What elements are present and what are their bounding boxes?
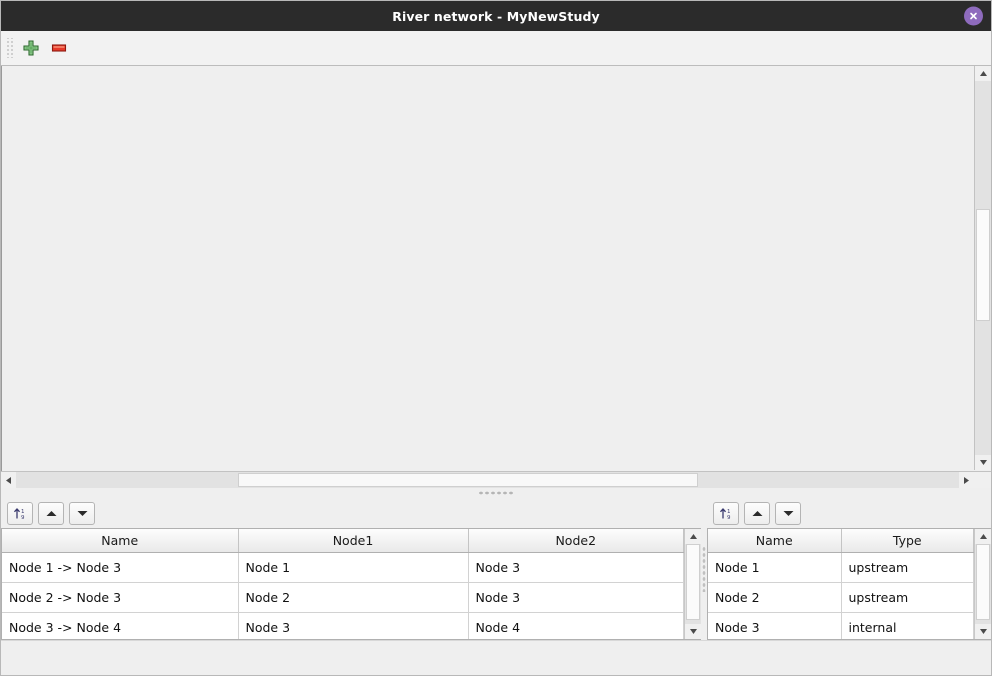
node-table-toolbar: 1 9 xyxy=(707,498,991,528)
node-scroll-track[interactable] xyxy=(975,544,991,624)
red-minus-icon[interactable] xyxy=(45,34,73,62)
column-header-name[interactable]: Name xyxy=(708,529,842,553)
scroll-right-arrow-icon[interactable] xyxy=(959,472,974,488)
branch-table-toolbar: 1 9 xyxy=(1,498,701,528)
graph-hscroll-thumb[interactable] xyxy=(238,473,698,487)
scroll-down-arrow-icon[interactable] xyxy=(975,624,991,639)
table-cell[interactable]: Node 1 -> Node 3 xyxy=(2,552,239,583)
table-cell[interactable]: Node 2 -> Node 3 xyxy=(2,582,239,613)
graph-vscroll-track[interactable] xyxy=(975,81,991,455)
scroll-up-arrow-icon[interactable] xyxy=(975,66,991,81)
branch-scroll-thumb[interactable] xyxy=(686,544,700,620)
green-plus-icon[interactable] xyxy=(17,34,45,62)
graph-horizontal-scrollbar[interactable] xyxy=(1,471,991,488)
main-toolbar xyxy=(1,31,991,66)
table-cell[interactable]: Node 2 xyxy=(708,582,842,613)
graph-vscroll-thumb[interactable] xyxy=(976,209,990,321)
branch-scroll-track[interactable] xyxy=(685,544,701,624)
scroll-up-arrow-icon[interactable] xyxy=(685,529,701,544)
svg-text:1: 1 xyxy=(727,509,731,515)
scroll-down-arrow-icon[interactable] xyxy=(975,455,991,470)
splitter-grip xyxy=(702,546,706,592)
table-cell[interactable]: Node 4 xyxy=(468,612,684,639)
svg-text:9: 9 xyxy=(727,515,731,521)
splitter-grip xyxy=(478,491,514,495)
column-header-type[interactable]: Type xyxy=(841,529,974,553)
horizontal-splitter[interactable] xyxy=(1,488,991,498)
sort-ascending-icon[interactable]: 1 9 xyxy=(713,501,739,525)
table-cell[interactable]: Node 3 xyxy=(708,612,842,639)
table-cell[interactable]: Node 3 xyxy=(468,552,684,583)
graph-hscroll-track[interactable] xyxy=(16,472,959,488)
svg-text:1: 1 xyxy=(21,509,25,515)
branch-table-scrollbar[interactable] xyxy=(684,529,701,639)
vertical-splitter[interactable] xyxy=(701,498,707,640)
scrollbar-corner xyxy=(974,472,991,488)
table-cell[interactable]: upstream xyxy=(841,582,974,613)
node-scroll-thumb[interactable] xyxy=(976,544,990,620)
status-bar xyxy=(1,640,991,675)
move-down-icon[interactable] xyxy=(775,501,801,525)
title-bar: River network - MyNewStudy xyxy=(1,1,991,31)
table-cell[interactable]: Node 2 xyxy=(238,582,469,613)
table-cell[interactable]: Node 3 -> Node 4 xyxy=(2,612,239,639)
close-icon[interactable] xyxy=(964,6,983,26)
window-title: River network - MyNewStudy xyxy=(392,8,600,24)
table-cell[interactable]: Node 3 xyxy=(238,612,469,639)
node-table-scrollbar[interactable] xyxy=(974,529,991,639)
scroll-up-arrow-icon[interactable] xyxy=(975,529,991,544)
scroll-left-arrow-icon[interactable] xyxy=(1,472,16,488)
table-cell[interactable]: upstream xyxy=(841,552,974,583)
table-cell[interactable]: Node 3 xyxy=(468,582,684,613)
column-header-node1[interactable]: Node1 xyxy=(238,529,469,553)
scroll-down-arrow-icon[interactable] xyxy=(685,624,701,639)
svg-text:9: 9 xyxy=(21,515,25,521)
toolbar-grip[interactable] xyxy=(5,38,14,58)
graph-vertical-scrollbar[interactable] xyxy=(974,66,991,470)
table-cell[interactable]: internal xyxy=(841,612,974,639)
sort-ascending-icon[interactable]: 1 9 xyxy=(7,501,33,525)
move-up-icon[interactable] xyxy=(744,501,770,525)
move-down-icon[interactable] xyxy=(69,501,95,525)
table-cell[interactable]: Node 1 xyxy=(708,552,842,583)
column-header-node2[interactable]: Node2 xyxy=(468,529,684,553)
table-cell[interactable]: Node 1 xyxy=(238,552,469,583)
move-up-icon[interactable] xyxy=(38,501,64,525)
column-header-name[interactable]: Name xyxy=(2,529,239,553)
